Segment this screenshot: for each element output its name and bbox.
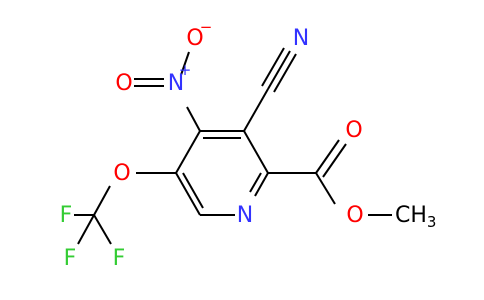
bond-cyano-triple-3	[273, 53, 297, 93]
bond-c5-c4	[175, 130, 201, 174]
methyl-ch-text: CH	[395, 203, 427, 228]
bond-c2-n1	[254, 172, 269, 197]
pyridine-ring	[175, 130, 269, 216]
bond-c6-c5	[175, 172, 201, 216]
nitro-nitrogen-label: N	[168, 71, 184, 96]
bond-cyano-triple-1	[267, 50, 291, 90]
bond-c4-nitro-n	[186, 106, 201, 132]
bond-nitro-n-o-top	[180, 51, 190, 76]
ester-single-oxygen-label: O	[346, 203, 363, 228]
cyano-nitrogen-label: N	[293, 26, 309, 51]
trifluoromethoxy-group	[74, 172, 176, 245]
cyano-group	[243, 47, 297, 132]
ether-oxygen-label: O	[113, 161, 130, 186]
bond-carbonyl-c-o-single	[315, 172, 336, 205]
nitro-oxygen-top-label: O	[186, 26, 203, 51]
nitro-oxygen-charge: −	[200, 18, 213, 36]
fluorine-top-label: F	[60, 203, 73, 228]
bond-c2-n1-inner	[249, 172, 262, 193]
nitro-group	[134, 51, 201, 132]
nitro-nitrogen-charge: +	[179, 61, 192, 79]
ester-group	[268, 139, 392, 216]
methyl-label: CH3	[395, 203, 436, 231]
ring-nitrogen-label: N	[237, 203, 253, 228]
bond-carbonyl-c-o	[315, 139, 340, 174]
bond-cf3-f-left	[77, 214, 95, 245]
bond-cf3-f-right	[93, 214, 112, 245]
ester-carbonyl-oxygen-label: O	[345, 118, 362, 143]
bond-cyano-triple-2	[261, 47, 285, 87]
bond-carbonyl-c-o-inner	[322, 143, 347, 178]
bond-c3-c2	[243, 130, 269, 174]
fluorine-left-label: F	[64, 246, 77, 271]
bond-ether-o-cf3	[93, 185, 111, 216]
fluorine-right-label: F	[113, 246, 126, 271]
bond-c3-cyano-c	[243, 88, 269, 132]
methyl-subscript: 3	[427, 213, 437, 231]
nitro-oxygen-left-label: O	[115, 71, 132, 96]
bond-c6-c5-inner	[182, 172, 204, 209]
